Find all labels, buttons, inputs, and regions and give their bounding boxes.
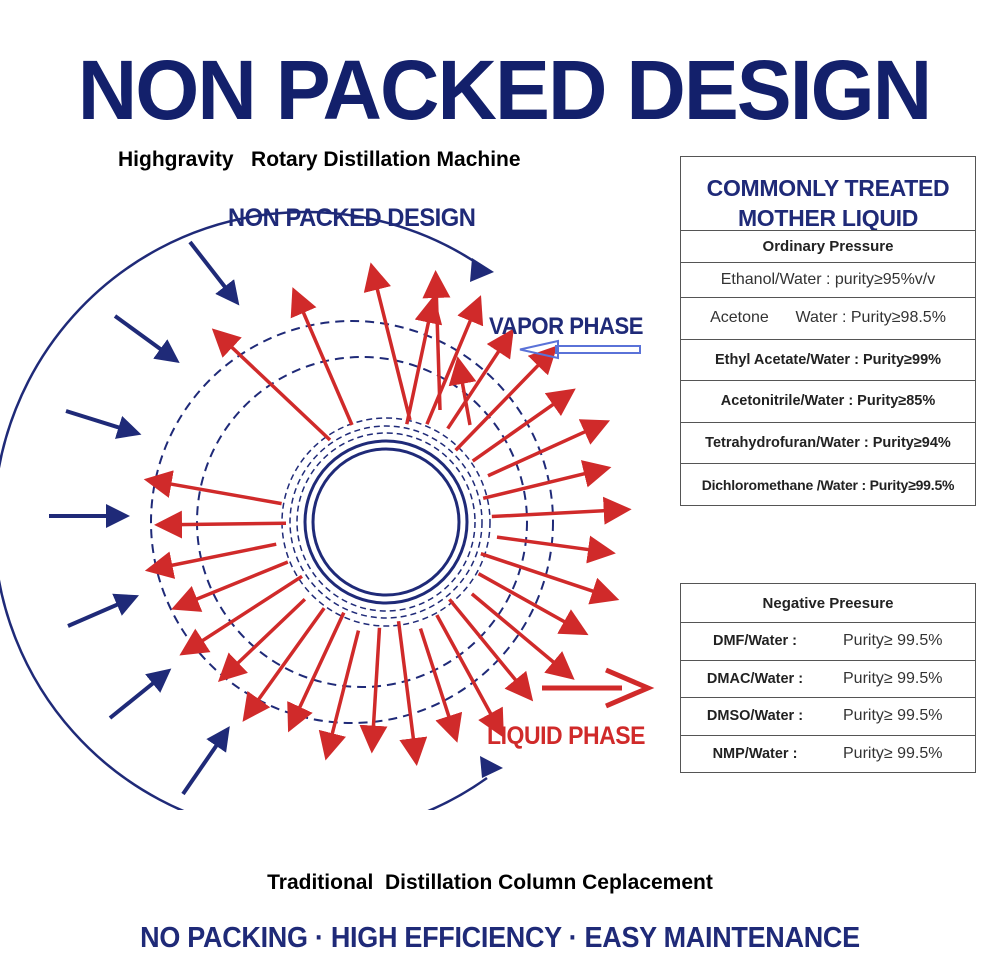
core-ring-inner	[311, 447, 461, 597]
rotary-distillation-diagram	[0, 210, 655, 810]
outer-arc-arrowhead-bottom	[480, 756, 503, 778]
inflow-arrow	[113, 314, 180, 364]
red-radial-arrow	[144, 542, 277, 579]
red-radial-arrow	[154, 510, 287, 539]
red-radial-arrow	[290, 287, 354, 426]
table-row: Acetone Water : Purity≥98.5%	[681, 298, 975, 340]
inflow-arrow	[67, 593, 140, 628]
red-radial-arrow	[470, 592, 575, 680]
purity-value: Purity≥ 99.5%	[843, 707, 943, 725]
table-row: Acetonitrile/Water : Purity≥85%	[681, 381, 975, 423]
red-radial-arrow	[471, 388, 576, 463]
radial-red-arrows	[143, 262, 632, 767]
solvent-name: DMAC/Water :	[706, 670, 804, 687]
page-title: NON PACKED DESIGN	[77, 43, 932, 137]
red-radial-arrow	[171, 560, 289, 612]
red-radial-arrow	[435, 614, 504, 738]
red-radial-arrow	[448, 598, 534, 702]
table-row: Ethanol/Water : purity≥95%v/v	[681, 263, 975, 298]
solvent-name: DMSO/Water :	[706, 708, 804, 725]
dashed-ring-inner-2	[289, 425, 483, 619]
red-radial-arrow	[211, 328, 332, 442]
red-radial-arrow	[287, 611, 346, 733]
table-row: NMP/Water : Purity≥ 99.5%	[681, 736, 975, 774]
purity-value: Purity≥ 99.5%	[843, 632, 943, 650]
red-radial-arrow	[143, 470, 282, 506]
vapor-outlet-arrow	[519, 339, 641, 360]
table-row: Tetrahydrofuran/Water : Purity≥94%	[681, 423, 975, 464]
red-radial-arrow	[491, 496, 632, 525]
dashed-ring-inner-3	[296, 432, 476, 612]
core-ring-outer	[303, 439, 469, 605]
solvent-name: DMF/Water :	[712, 633, 798, 650]
red-radial-arrow	[179, 574, 303, 656]
red-radial-arrow	[482, 460, 612, 501]
red-radial-arrow	[405, 295, 443, 425]
table-row: Dichloromethane /Water : Purity≥99.5%	[701, 476, 955, 493]
table-header-negative-pressure: Negative Preesure	[681, 584, 975, 623]
red-radial-arrow	[446, 328, 514, 430]
table-row: DMSO/Water : Purity≥ 99.5%	[681, 698, 975, 736]
inflow-arrow	[65, 409, 142, 439]
outer-rotation-arc	[0, 210, 488, 810]
table-header-ordinary-pressure: Ordinary Pressure	[681, 231, 975, 263]
table-caption: COMMONLY TREATED MOTHER LIQUID	[681, 157, 975, 231]
inflow-arrows	[49, 240, 240, 796]
liquid-outlet-arrow	[542, 667, 655, 709]
red-radial-arrow	[487, 419, 611, 478]
diagram-label-liquid-phase: LIQUID PHASE	[487, 722, 646, 750]
negative-pressure-table: Negative Preesure DMF/Water : Purity≥ 99…	[680, 583, 976, 773]
footer-replacement-line: Traditional Distillation Column Ceplacem…	[267, 871, 713, 894]
red-radial-arrow	[480, 552, 620, 605]
table-row: DMF/Water : Purity≥ 99.5%	[681, 623, 975, 661]
page-subtitle: Highgravity Rotary Distillation Machine	[118, 148, 521, 171]
diagram-label-non-packed: NON PACKED DESIGN	[228, 204, 476, 232]
red-radial-arrow	[396, 620, 428, 767]
dashed-ring-middle	[196, 356, 528, 688]
purity-value: Purity≥ 99.5%	[843, 745, 943, 763]
red-radial-arrow	[363, 262, 412, 421]
commonly-treated-table: COMMONLY TREATED MOTHER LIQUID Ordinary …	[680, 156, 976, 506]
red-radial-arrow	[477, 572, 589, 636]
red-radial-arrow	[359, 627, 388, 754]
table-row: DMAC/Water : Purity≥ 99.5%	[681, 661, 975, 698]
red-radial-arrow	[454, 345, 558, 452]
dashed-ring-inner-1	[281, 417, 491, 627]
diagram-label-vapor-phase: VAPOR PHASE	[489, 313, 644, 340]
red-radial-arrow	[242, 607, 326, 722]
red-radial-arrow	[318, 630, 361, 761]
table-row: Ethyl Acetate/Water : Purity≥99%	[681, 340, 975, 381]
footer-tagline: NO PACKING · HIGH EFFICIENCY · EASY MAIN…	[140, 922, 860, 954]
inflow-arrow	[108, 668, 172, 720]
red-radial-arrow	[496, 535, 616, 564]
red-radial-arrow	[448, 356, 477, 426]
outer-arc-arrowhead-top	[470, 258, 494, 282]
red-radial-arrow	[217, 597, 307, 682]
red-radial-arrow	[418, 628, 463, 743]
dashed-ring-outer	[150, 320, 554, 724]
solvent-name: NMP/Water :	[712, 746, 798, 763]
inflow-arrow	[188, 240, 240, 306]
inflow-arrow	[181, 726, 230, 796]
purity-value: Purity≥ 99.5%	[843, 669, 943, 687]
red-radial-arrow	[422, 270, 451, 411]
